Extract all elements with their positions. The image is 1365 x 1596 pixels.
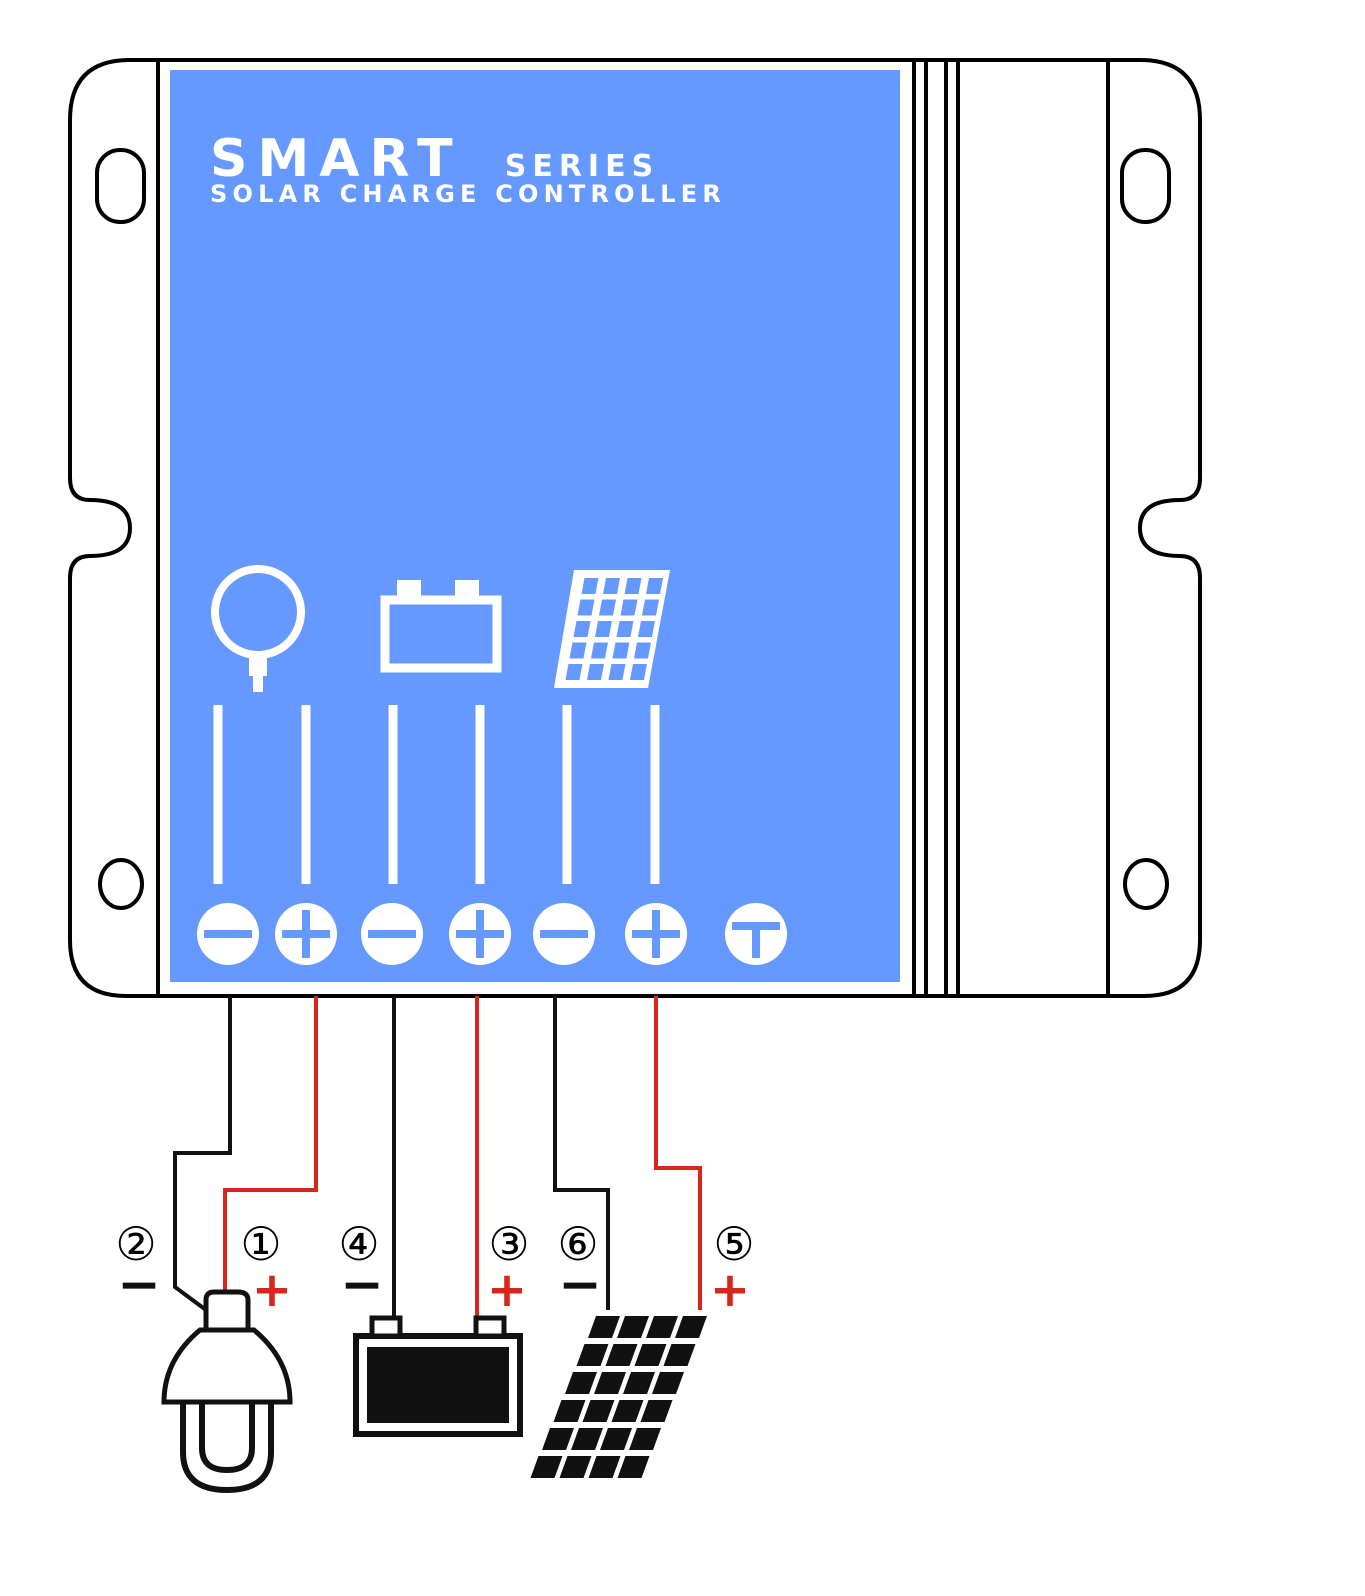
solar-cell — [565, 1372, 597, 1394]
solar-cell — [576, 1344, 609, 1366]
panel-solar-cell — [603, 578, 621, 594]
panel-battery-icon — [380, 580, 502, 673]
solar-cell — [675, 1316, 707, 1338]
terminal-slots — [213, 705, 660, 884]
solar-cell — [623, 1372, 655, 1394]
solar-cell — [588, 1316, 620, 1338]
svg-text:SMART SERIES: SMART SERIES — [210, 129, 659, 189]
wire-2-load-negative — [173, 996, 232, 1312]
terminal-negative-3 — [361, 903, 423, 965]
panel-solar-cell — [599, 599, 616, 616]
panel-solar-cell — [577, 599, 595, 616]
solar-cell — [611, 1400, 644, 1422]
panel-solar-cell — [586, 664, 604, 680]
brand-subtitle: SOLAR CHARGE CONTROLLER — [210, 180, 726, 208]
wire-number-4: ④ — [338, 1217, 379, 1271]
solar-cell — [594, 1372, 626, 1394]
mounting-hole-bottom-right — [1123, 858, 1169, 910]
wire-number-3: ③ — [488, 1217, 529, 1271]
terminal-positive-2 — [275, 903, 337, 965]
wire-sign-3: + — [487, 1262, 527, 1318]
wire-labels: ② − ① + ④ − ③ + ⑥ − ⑤ + — [115, 1217, 754, 1318]
solar-cell — [629, 1428, 661, 1450]
panel-solar-cell — [590, 642, 608, 659]
panel-lamp-icon — [211, 565, 305, 692]
panel-solar-cell — [565, 664, 583, 680]
terminal-ground-7 — [725, 903, 787, 965]
terminal-positive-6 — [625, 903, 687, 965]
mounting-hole-bottom-left — [98, 858, 144, 910]
terminal-negative-5 — [533, 903, 595, 965]
wire-number-5: ⑤ — [713, 1217, 754, 1271]
mounting-slot-top-right — [1120, 148, 1171, 224]
wire-number-6: ⑥ — [557, 1217, 598, 1271]
wire-sign-2: − — [117, 1255, 161, 1315]
wire-number-2: ② — [115, 1217, 156, 1271]
panel-solar-cell — [612, 642, 630, 659]
wire-6-solar-negative — [553, 996, 610, 1310]
solar-cell — [605, 1344, 638, 1366]
panel-solar-cell — [637, 621, 655, 637]
brand-series-word: SERIES — [505, 149, 659, 184]
wire-sign-4: − — [340, 1255, 384, 1315]
terminal-positive-4 — [449, 903, 511, 965]
solar-cell — [530, 1456, 563, 1478]
brand-title: SMART SERIES SOLAR CHARGE CONTROLLER — [210, 129, 726, 208]
solar-cell — [640, 1400, 673, 1422]
solar-cell — [646, 1316, 678, 1338]
panel-solar-cell — [624, 578, 642, 594]
lamp-icon — [161, 1289, 293, 1494]
wire-number-1: ① — [240, 1217, 281, 1271]
panel-solar-cell — [646, 578, 664, 594]
front-panel — [170, 70, 900, 982]
solar-panel-icon — [530, 1316, 707, 1478]
panel-solar-cell — [569, 642, 587, 659]
panel-solar-cell — [633, 642, 651, 659]
solar-cell — [617, 1316, 649, 1338]
wire-sign-6: − — [558, 1255, 602, 1315]
panel-solar-panel-icon — [554, 570, 670, 688]
solar-cell — [582, 1400, 615, 1422]
heatsink-fins — [912, 62, 960, 994]
panel-solar-cell — [573, 621, 591, 637]
wire-sign-5: + — [710, 1262, 750, 1318]
panel-solar-cell — [616, 621, 634, 637]
panel-solar-cell — [629, 664, 647, 680]
panel-solar-cell — [608, 664, 626, 680]
terminal-negative-1 — [197, 903, 259, 965]
solar-cell — [634, 1344, 667, 1366]
panel-solar-cell — [620, 599, 638, 616]
solar-cell — [588, 1456, 621, 1478]
panel-solar-cell — [581, 578, 599, 594]
solar-cell — [600, 1428, 632, 1450]
solar-cell — [559, 1456, 592, 1478]
solar-cell — [542, 1428, 574, 1450]
solar-cell — [553, 1400, 586, 1422]
panel-solar-cell — [594, 621, 612, 637]
solar-cell — [663, 1344, 696, 1366]
wire-1-load-positive — [223, 996, 318, 1292]
solar-cell — [617, 1456, 650, 1478]
wire-sign-1: + — [252, 1262, 292, 1318]
panel-solar-cell — [642, 599, 659, 616]
wire-5-solar-positive — [654, 996, 702, 1310]
solar-cell — [571, 1428, 603, 1450]
mounting-slot-top-left — [95, 148, 146, 224]
brand-title-word: SMART — [210, 129, 463, 189]
solar-cell — [652, 1372, 684, 1394]
wires — [173, 996, 702, 1322]
terminal-screws — [197, 903, 787, 965]
battery-icon — [353, 1315, 523, 1437]
